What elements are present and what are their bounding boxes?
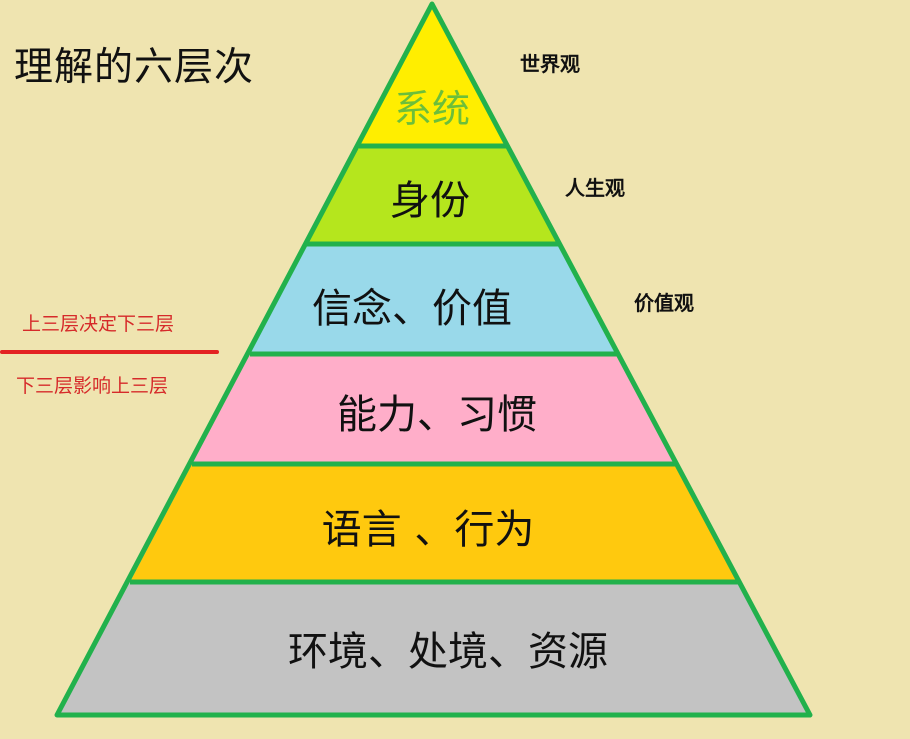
- side-label-worldview: 世界观: [520, 52, 580, 76]
- divider-line: [0, 350, 219, 354]
- layer-label: 信念、价值: [312, 286, 512, 332]
- layer-label: 环境、处境、资源: [288, 629, 608, 675]
- layer-ability-habit: [192, 354, 675, 464]
- layer-environment: [57, 582, 810, 715]
- side-label-values: 价值观: [634, 291, 694, 315]
- annotation-bottom-influences-top: 下三层影响上三层: [16, 375, 169, 397]
- layer-label: 语言 、行为: [322, 507, 535, 553]
- annotation-top-determines-bottom: 上三层决定下三层: [22, 313, 175, 335]
- side-label-outlook-on-life: 人生观: [565, 176, 625, 200]
- layer-label: 能力、习惯: [337, 392, 537, 438]
- layer-system: [359, 4, 506, 146]
- layer-identity: [307, 146, 559, 244]
- diagram-title: 理解的六层次: [14, 45, 255, 90]
- layer-label: 身份: [390, 178, 470, 224]
- layer-language-behavior: [130, 464, 738, 582]
- layer-belief-value: [250, 244, 617, 354]
- layer-label: 系统: [394, 87, 470, 131]
